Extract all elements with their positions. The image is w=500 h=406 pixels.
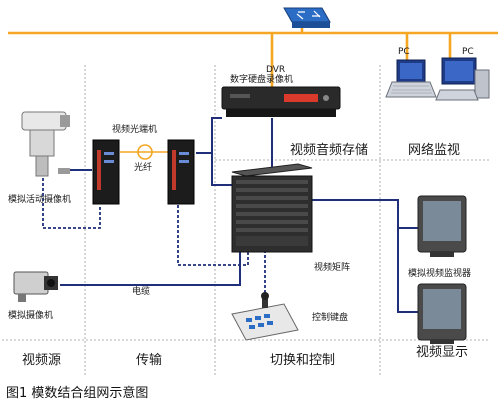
zone-transmission-label: 传输 — [136, 353, 163, 368]
control-keyboard-label: 控制键盘 — [312, 313, 349, 323]
analog-camera-icon — [13, 271, 58, 302]
pc-1-label: PC — [398, 47, 410, 57]
analog-camera-label: 模拟摄像机 — [8, 311, 54, 321]
terminal-to-dvr — [211, 117, 222, 153]
pc-2-label: PC — [462, 47, 474, 57]
fiber-coil-icon — [137, 144, 153, 160]
optical-terminal-left-icon — [92, 139, 120, 205]
analog-monitor-1-icon — [417, 195, 467, 257]
matrix-to-monitor-1 — [310, 199, 418, 229]
matrix-to-monitor-2 — [397, 228, 418, 313]
dvr-title-label: DVR — [266, 65, 286, 75]
zone-network-monitoring-label: 网络监视 — [408, 143, 461, 158]
cable-label: 电缆 — [132, 287, 151, 297]
zone-video-display-label: 视频显示 — [416, 345, 469, 360]
ptz-camera-icon — [21, 111, 70, 177]
zone-video-source-label: 视频源 — [22, 353, 62, 368]
analog-monitor-2-icon — [417, 283, 467, 344]
pc-laptop-icon — [385, 59, 437, 98]
zone-switching-control-label: 切换和控制 — [270, 353, 336, 368]
optical-fiber — [120, 144, 168, 160]
control-lines — [42, 178, 266, 300]
optical-terminal-right-icon — [167, 139, 195, 205]
video-lines — [60, 117, 418, 313]
dvr-subtitle-label: 数字硬盘录像机 — [230, 75, 294, 85]
video-matrix-label: 视频矩阵 — [314, 263, 351, 273]
pc-desktop-icon — [435, 57, 490, 101]
control-keyboard-icon — [231, 292, 299, 341]
camera-cable-to-matrix — [60, 250, 241, 286]
optical-terminal-label: 视频光端机 — [112, 125, 158, 135]
terminal-control-line — [177, 205, 249, 266]
dvr-icon — [221, 86, 341, 117]
optical-fiber-label: 光纤 — [134, 163, 153, 173]
terminal-to-matrix — [196, 152, 232, 186]
analog-video-monitor-label: 模拟视频监视器 — [408, 269, 472, 279]
video-matrix-icon — [231, 163, 313, 253]
router-icon — [283, 7, 331, 28]
ptz-control-line — [42, 178, 101, 229]
figure-caption: 图1 模数结合组网示意图 — [6, 386, 149, 401]
zone-av-storage-label: 视频音频存储 — [290, 143, 369, 158]
analog-ptz-camera-label: 模拟活动摄像机 — [8, 195, 72, 205]
